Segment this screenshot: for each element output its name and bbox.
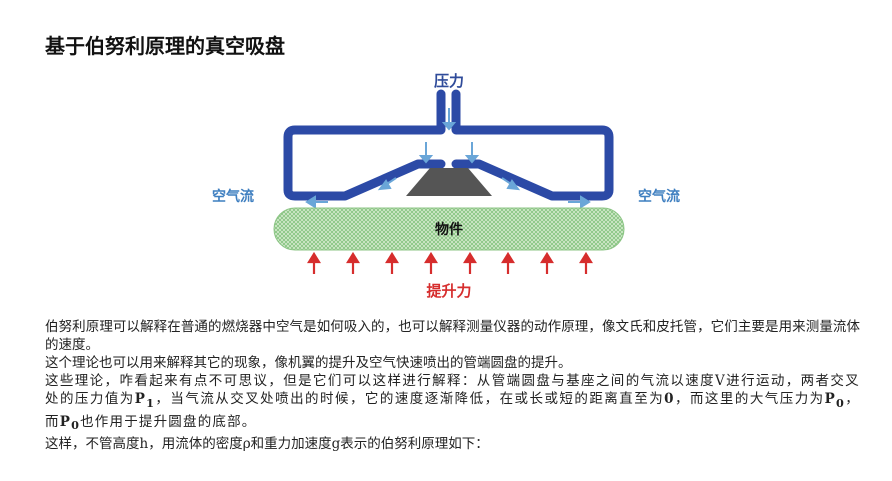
paragraph-2: 这个理论也可以用来解释其它的现象，像机翼的提升及空气快速喷出的管端圆盘的提升。: [45, 355, 572, 371]
pressure-label: 压力: [434, 72, 464, 90]
object-label: 物件: [435, 221, 463, 238]
suction-disk: [406, 168, 492, 196]
airflow-label-left: 空气流: [212, 188, 254, 205]
lift-force-label: 提升力: [426, 282, 471, 300]
explanation-text: 伯努利原理可以解释在普通的燃烧器中空气是如何吸入的，也可以解释测量仪器的动作原理…: [45, 318, 860, 453]
paragraph-1: 伯努利原理可以解释在普通的燃烧器中空气是如何吸入的，也可以解释测量仪器的动作原理…: [45, 319, 860, 353]
page-title: 基于伯努利原理的真空吸盘: [45, 34, 285, 58]
vacuum-cup: [283, 89, 614, 201]
paragraph-3: 这些理论，咋看起来有点不可思议，但是它们可以这样进行解释：从管端圆盘与基座之间的…: [45, 373, 860, 433]
bernoulli-diagram: 压力 空气流 空气流 物件: [200, 68, 700, 308]
airflow-label-right: 空气流: [638, 188, 680, 205]
lift-arrows: [307, 251, 593, 274]
object-workpiece: [273, 207, 625, 251]
paragraph-4: 这样，不管高度h，用流体的密度ρ和重力加速度g表示的伯努利原理如下：: [45, 436, 489, 453]
inner-airflow-arrows: [305, 108, 591, 209]
